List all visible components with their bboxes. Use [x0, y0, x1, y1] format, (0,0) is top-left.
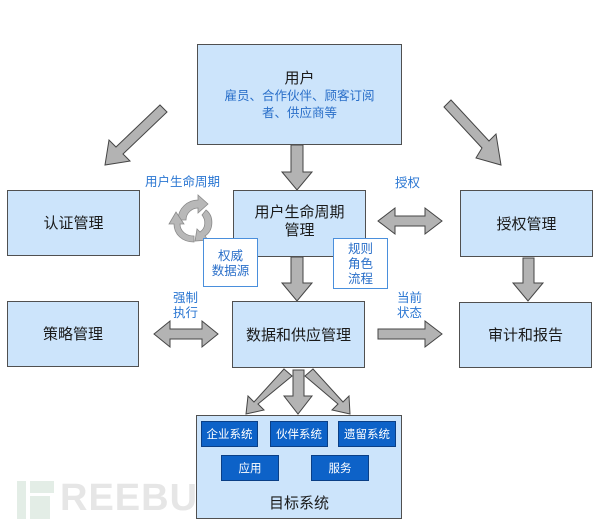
auth-management-title: 认证管理 [43, 214, 104, 232]
user-box-title: 用户 [284, 68, 315, 87]
chip-legacy-systems: 遗留系统 [338, 421, 396, 447]
lifecycle-title-line1: 用户生命周期 [254, 203, 345, 221]
authorization-management-box: 授权管理 [460, 190, 593, 257]
audit-report-box: 审计和报告 [459, 302, 592, 368]
arrow-lifecycle-to-data [280, 256, 314, 302]
arrow-user-to-auth [104, 104, 168, 166]
lifecycle-title-line2: 管理 [284, 221, 315, 239]
label-authorize: 授权 [395, 175, 421, 190]
arrow-lifecycle-authorization [377, 206, 443, 236]
arrow-policy-data [153, 319, 219, 349]
authority-source-note: 权威 数据源 [203, 238, 258, 287]
arrow-data-to-legacy [304, 368, 351, 415]
rules-line1: 规则 [347, 241, 373, 256]
chip-services: 服务 [311, 455, 369, 481]
data-supply-management-title: 数据和供应管理 [245, 325, 351, 344]
user-box: 用户 雇员、合作伙伴、顾客订阅者、供应商等 [197, 44, 402, 145]
arrow-user-to-authorization [443, 99, 502, 166]
watermark-logo-bar [17, 481, 26, 519]
watermark: REEBUF [60, 477, 223, 519]
chip-applications: 应用 [221, 455, 279, 481]
arrow-data-to-enterprise [245, 368, 293, 415]
label-lifecycle: 用户生命周期 [145, 174, 221, 189]
label-enforce: 强制 执行 [173, 290, 198, 320]
authority-source-line1: 权威 [217, 247, 243, 263]
cycle-icon [168, 194, 213, 243]
policy-management-title: 策略管理 [42, 325, 103, 343]
rules-note: 规则 角色 流程 [333, 238, 388, 289]
policy-management-box: 策略管理 [7, 301, 139, 367]
label-current-line1: 当前 [397, 290, 423, 305]
target-systems-title: 目标系统 [268, 494, 329, 512]
watermark-logo-bar [30, 481, 54, 493]
data-supply-management-box: 数据和供应管理 [232, 301, 365, 368]
auth-management-box: 认证管理 [7, 190, 140, 256]
arrow-data-to-audit [377, 319, 443, 349]
chip-enterprise-systems: 企业系统 [201, 421, 258, 447]
authority-source-line2: 数据源 [211, 262, 250, 278]
user-box-subtitle: 雇员、合作伙伴、顾客订阅者、供应商等 [224, 87, 375, 120]
label-enforce-line1: 强制 [173, 290, 199, 305]
watermark-logo-bar [30, 496, 50, 519]
audit-report-title: 审计和报告 [487, 326, 563, 344]
label-current-state: 当前 状态 [397, 290, 422, 320]
label-current-line2: 状态 [397, 305, 423, 320]
arrow-user-to-lifecycle [280, 144, 314, 191]
arrow-data-to-partner [282, 369, 314, 415]
chip-partner-systems: 伙伴系统 [270, 421, 328, 447]
arrow-authorization-to-audit [511, 257, 545, 302]
rules-line2: 角色 [347, 256, 373, 271]
label-enforce-line2: 执行 [173, 305, 199, 320]
authorization-management-title: 授权管理 [496, 214, 557, 233]
rules-line3: 流程 [347, 271, 373, 286]
